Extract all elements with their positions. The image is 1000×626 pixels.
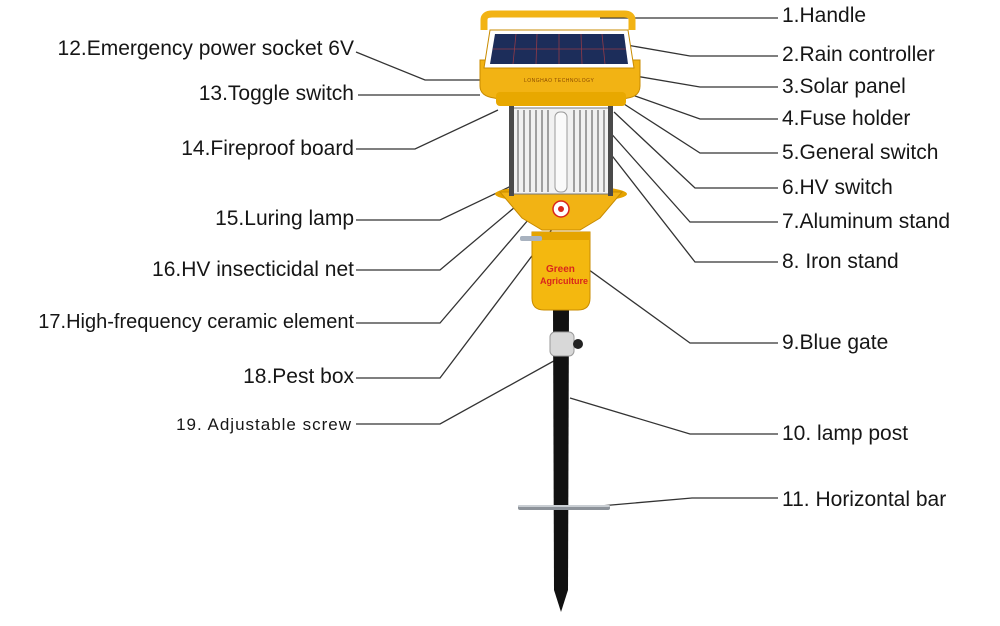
label-emergency-socket: 12.Emergency power socket 6V bbox=[57, 37, 354, 60]
adjustable-screw bbox=[549, 331, 583, 357]
label-iron-stand: 8. Iron stand bbox=[782, 250, 899, 273]
leader-lines bbox=[355, 17, 778, 507]
label-fuse-holder: 4.Fuse holder bbox=[782, 107, 911, 130]
label-solar-panel: 3.Solar panel bbox=[782, 75, 906, 98]
lamp-post bbox=[553, 308, 569, 612]
horizontal-bar bbox=[518, 505, 610, 510]
label-pest-box: 18.Pest box bbox=[243, 365, 354, 388]
label-luring-lamp: 15.Luring lamp bbox=[215, 207, 354, 230]
panel-brand-text: LONGHAO TECHNOLOGY bbox=[524, 78, 595, 84]
top-housing bbox=[479, 10, 641, 106]
label-rain-controller: 2.Rain controller bbox=[782, 43, 935, 66]
pest-box bbox=[520, 231, 591, 311]
box-text-line2: Agriculture bbox=[540, 276, 589, 286]
label-ceramic-element: 17.High-frequency ceramic element bbox=[38, 311, 354, 333]
label-general-switch: 5.General switch bbox=[782, 141, 939, 164]
label-handle: 1.Handle bbox=[782, 4, 867, 27]
insecticidal-net bbox=[509, 104, 613, 196]
label-lamp-post: 10. lamp post bbox=[782, 422, 909, 445]
label-adjustable-screw: 19. Adjustable screw bbox=[176, 415, 352, 434]
label-toggle-switch: 13.Toggle switch bbox=[198, 82, 354, 105]
label-hv-switch: 6.HV switch bbox=[782, 176, 893, 199]
label-hv-net: 16.HV insecticidal net bbox=[152, 258, 354, 281]
label-aluminum-stand: 7.Aluminum stand bbox=[782, 210, 951, 233]
box-text-line1: Green bbox=[546, 264, 575, 275]
label-blue-gate: 9.Blue gate bbox=[782, 331, 889, 354]
label-fireproof-board: 14.Fireproof board bbox=[181, 137, 354, 160]
label-horizontal-bar: 11. Horizontal bar bbox=[782, 488, 947, 511]
